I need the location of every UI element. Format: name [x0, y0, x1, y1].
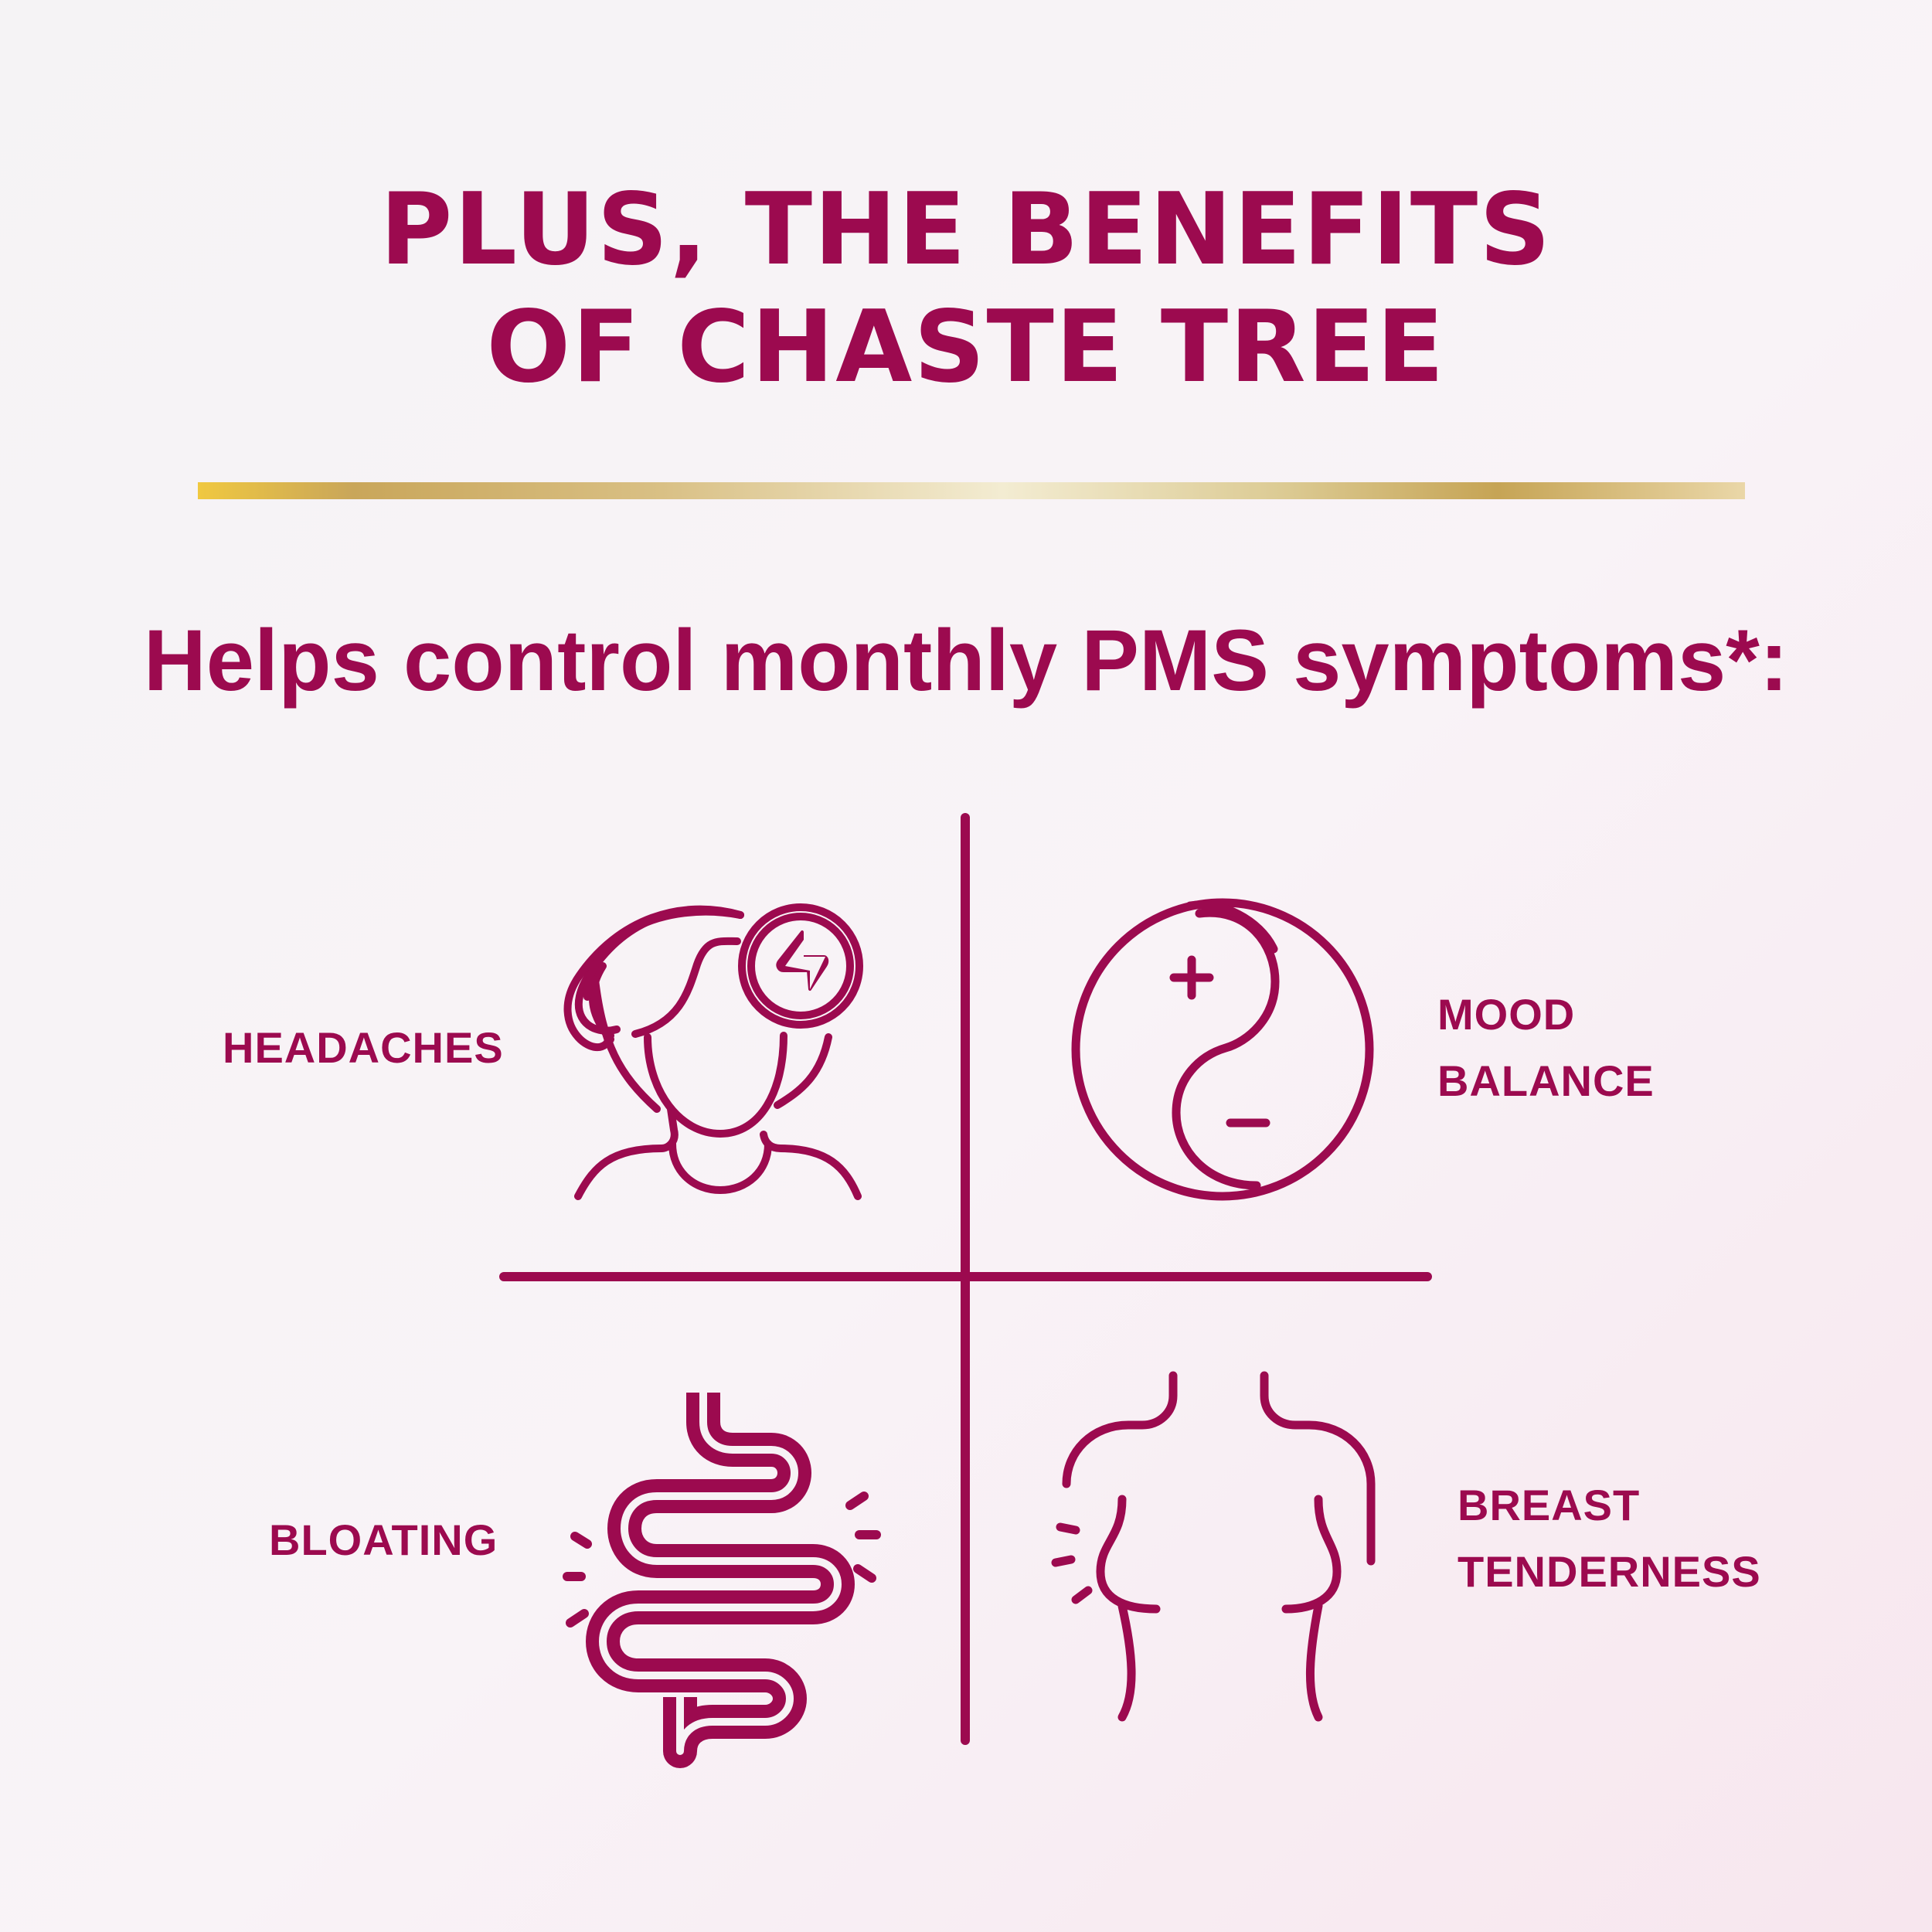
page-title: PLUS, THE BENEFITS OF CHASTE TREE — [0, 172, 1932, 406]
torso-icon — [1051, 1371, 1376, 1722]
subtitle: Helps control monthly PMS symptoms*: — [143, 612, 1789, 709]
label-breast-line-1: BREAST — [1458, 1481, 1641, 1529]
label-headaches: HEADACHES — [223, 1023, 504, 1072]
label-mood-line-1: MOOD — [1437, 990, 1576, 1039]
gold-divider — [198, 482, 1745, 499]
label-breast-line-2: TENDERNESS — [1458, 1547, 1761, 1596]
label-breast-tenderness: BREAST TENDERNESS — [1458, 1472, 1761, 1605]
label-mood-balance: MOOD BALANCE — [1437, 981, 1655, 1114]
headache-icon — [563, 903, 863, 1200]
label-mood-line-2: BALANCE — [1437, 1056, 1655, 1105]
intestine-icon — [563, 1393, 881, 1768]
label-bloating: BLOATING — [269, 1515, 498, 1564]
quadrant-divider — [499, 813, 1432, 1745]
title-line-2: OF CHASTE TREE — [486, 290, 1446, 405]
title-line-1: PLUS, THE BENEFITS — [379, 172, 1553, 287]
yin-yang-plus-minus-icon — [1071, 898, 1374, 1201]
